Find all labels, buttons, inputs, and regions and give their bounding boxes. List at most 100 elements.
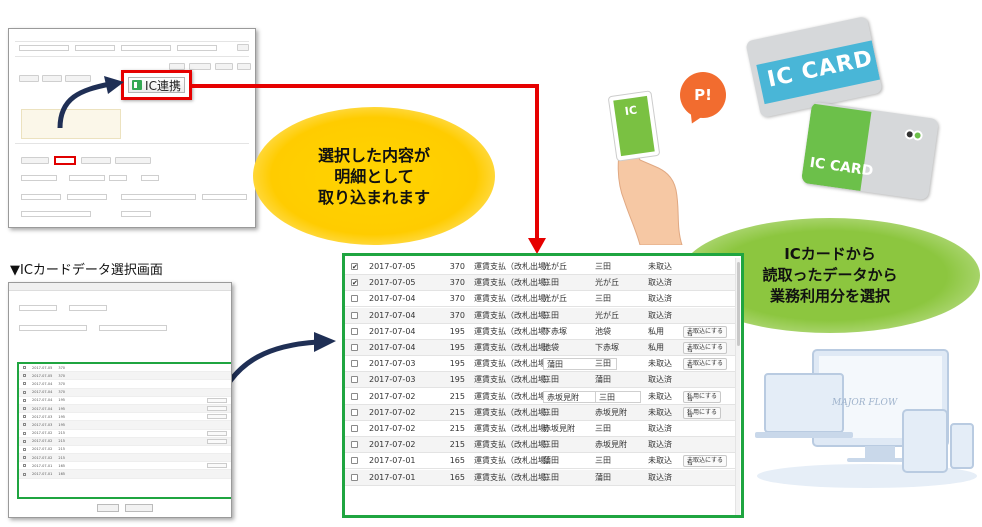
mini-checkbox[interactable] xyxy=(23,472,26,476)
form-field[interactable] xyxy=(141,175,159,181)
mini-checkbox[interactable] xyxy=(23,398,26,402)
date-field[interactable] xyxy=(69,305,107,311)
row-checkbox[interactable] xyxy=(351,408,358,416)
form-field[interactable] xyxy=(21,194,61,200)
row-checkbox[interactable] xyxy=(351,327,358,335)
cell-to-station[interactable]: 三田 xyxy=(595,390,641,403)
form-button[interactable] xyxy=(81,157,111,164)
form-tab[interactable] xyxy=(19,75,39,82)
form-field[interactable] xyxy=(121,194,196,200)
form-tab[interactable] xyxy=(65,75,91,82)
mini-checkbox[interactable] xyxy=(23,407,26,411)
row-checkbox[interactable] xyxy=(351,344,358,351)
row-checkbox[interactable] xyxy=(351,457,358,465)
mini-checkbox[interactable] xyxy=(23,431,26,435)
form-field[interactable] xyxy=(75,45,115,51)
mini-checkbox[interactable] xyxy=(23,382,26,386)
mini-checkbox[interactable] xyxy=(23,456,26,460)
form-field[interactable] xyxy=(21,211,91,217)
form-field[interactable] xyxy=(19,45,69,51)
date-field[interactable] xyxy=(69,175,105,181)
row-action-button[interactable]: ⇆未取込にする xyxy=(683,455,728,468)
row-checkbox[interactable]: ✔ xyxy=(351,263,358,271)
form-button[interactable] xyxy=(169,63,185,70)
scrollbar-thumb[interactable] xyxy=(737,262,740,346)
form-field[interactable] xyxy=(67,194,107,200)
form-tab[interactable] xyxy=(42,75,62,82)
row-action-button[interactable]: ⇆未取込にする xyxy=(683,325,728,338)
mini-action-button[interactable] xyxy=(207,438,227,444)
row-checkbox[interactable] xyxy=(351,392,358,400)
form-button[interactable] xyxy=(115,157,151,164)
form-button[interactable] xyxy=(215,63,233,70)
mini-checkbox[interactable] xyxy=(23,390,26,394)
ic-link-button-highlight[interactable] xyxy=(54,156,76,165)
form-field[interactable] xyxy=(99,325,167,331)
form-button[interactable] xyxy=(189,63,211,70)
row-checkbox[interactable]: ✔ xyxy=(351,279,358,288)
form-button[interactable] xyxy=(237,44,249,51)
mini-action-button[interactable] xyxy=(207,463,227,469)
mini-checkbox[interactable] xyxy=(23,447,26,451)
form-field[interactable] xyxy=(121,45,171,51)
date-field[interactable] xyxy=(21,175,57,181)
row-checkbox[interactable] xyxy=(351,425,358,432)
row-action-button[interactable]: ⇆未取込にする xyxy=(683,358,728,371)
row-action-button[interactable]: ⇆未取込にする xyxy=(683,342,728,354)
ok-button[interactable] xyxy=(97,504,119,512)
form-field[interactable] xyxy=(202,194,247,200)
mini-checkbox[interactable] xyxy=(23,439,26,443)
row-checkbox[interactable] xyxy=(351,360,358,368)
mini-checkbox[interactable] xyxy=(23,464,26,468)
mini-checkbox[interactable] xyxy=(23,415,26,419)
row-checkbox[interactable] xyxy=(351,441,358,449)
row-checkbox[interactable] xyxy=(351,473,358,481)
cell-from-station[interactable]: 蒲田 xyxy=(543,358,617,371)
row-checkbox[interactable] xyxy=(351,295,358,303)
cancel-button[interactable] xyxy=(125,504,153,512)
date-field[interactable] xyxy=(19,305,57,311)
mini-checkbox[interactable] xyxy=(23,423,26,427)
form-button[interactable] xyxy=(237,63,251,70)
form-field[interactable] xyxy=(109,175,127,181)
form-field[interactable] xyxy=(19,325,87,331)
form-field[interactable] xyxy=(177,45,217,51)
row-action-button[interactable]: ⇆私用にする xyxy=(683,390,722,403)
row-checkbox[interactable] xyxy=(351,311,358,319)
mini-action-button[interactable] xyxy=(207,406,227,412)
ic-link-button[interactable]: IC連携 xyxy=(128,77,185,93)
mini-checkbox[interactable] xyxy=(23,366,26,370)
row-checkbox[interactable] xyxy=(351,376,358,384)
form-field[interactable] xyxy=(121,211,151,217)
mini-action-button[interactable] xyxy=(207,430,227,436)
mini-checkbox[interactable] xyxy=(23,374,26,378)
mini-action-button[interactable] xyxy=(207,414,227,420)
row-action-button[interactable]: ⇆私用にする xyxy=(683,406,722,419)
mini-action-button[interactable] xyxy=(207,397,227,403)
